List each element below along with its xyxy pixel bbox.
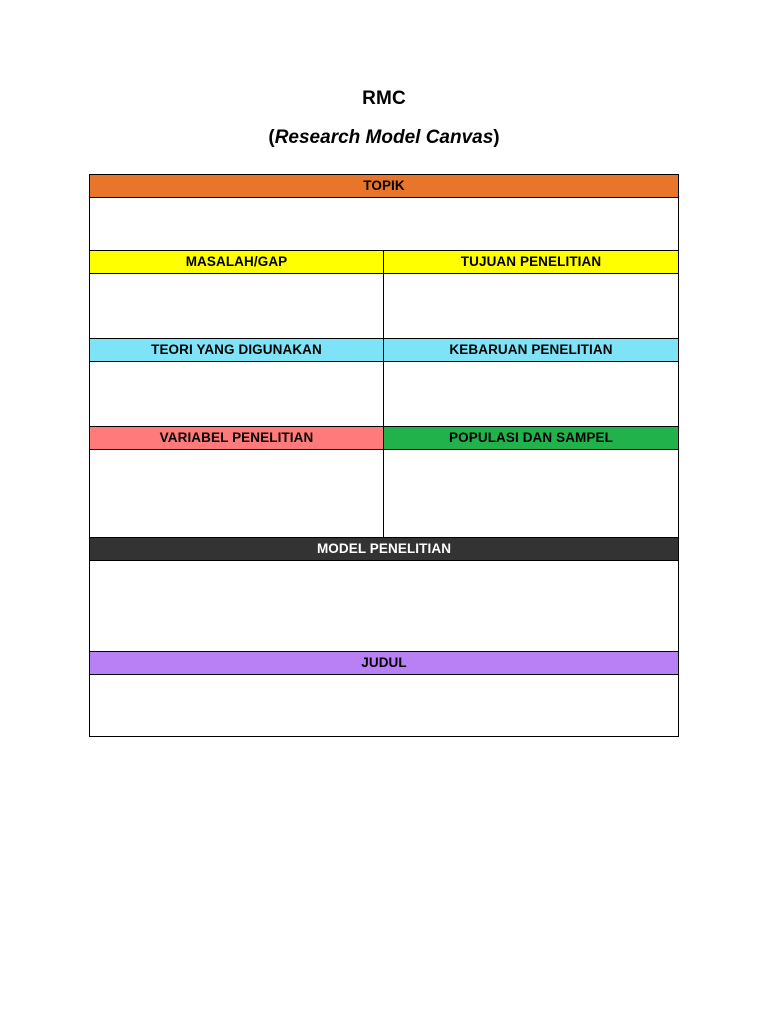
document-title-block: RMC (Research Model Canvas) (0, 88, 768, 149)
section-header-judul: JUDUL (90, 651, 678, 675)
section-body-variabel-populasi (90, 450, 678, 537)
section-body-teori-kebaruan (90, 362, 678, 426)
section-body-model-penelitian[interactable] (90, 561, 678, 651)
section-body-teori-yang-digunakan[interactable] (90, 362, 384, 426)
section-body-populasi-dan-sampel[interactable] (384, 450, 678, 537)
section-body-topik[interactable] (90, 198, 678, 250)
section-body-variabel-penelitian[interactable] (90, 450, 384, 537)
section-header-kebaruan-penelitian: KEBARUAN PENELITIAN (449, 342, 613, 357)
section-header-topik: TOPIK (90, 175, 678, 198)
section-header-teori-yang-digunakan: TEORI YANG DIGUNAKAN (90, 339, 384, 361)
section-body-kebaruan-penelitian[interactable] (384, 362, 678, 426)
page-subtitle: (Research Model Canvas) (0, 127, 768, 149)
section-header-variabel-populasi: VARIABEL PENELITIAN POPULASI DAN SAMPEL (90, 426, 678, 450)
section-header-tujuan-penelitian: TUJUAN PENELITIAN (460, 254, 602, 269)
subtitle-open-paren: ( (268, 127, 275, 148)
section-body-masalah-gap[interactable] (90, 274, 384, 338)
section-header-variabel-penelitian: VARIABEL PENELITIAN (90, 427, 384, 449)
section-header-masalah-tujuan: MASALAH/GAP TUJUAN PENELITIAN (90, 250, 678, 274)
section-header-populasi-dan-sampel: POPULASI DAN SAMPEL (384, 427, 678, 449)
subtitle-italic-text: Research Model Canvas (274, 127, 494, 148)
subtitle-close-paren: ) (493, 127, 500, 148)
section-header-teori-kebaruan: TEORI YANG DIGUNAKAN KEBARUAN PENELITIAN (90, 338, 678, 362)
section-body-tujuan-penelitian[interactable] (384, 274, 678, 338)
section-header-masalah-gap: MASALAH/GAP (90, 251, 384, 273)
page-title: RMC (362, 88, 406, 109)
section-body-judul[interactable] (90, 675, 678, 736)
section-body-masalah-tujuan (90, 274, 678, 338)
section-header-model-penelitian: MODEL PENELITIAN (90, 537, 678, 561)
rmc-canvas-table: TOPIK MASALAH/GAP TUJUAN PENELITIAN TEOR… (89, 174, 679, 737)
